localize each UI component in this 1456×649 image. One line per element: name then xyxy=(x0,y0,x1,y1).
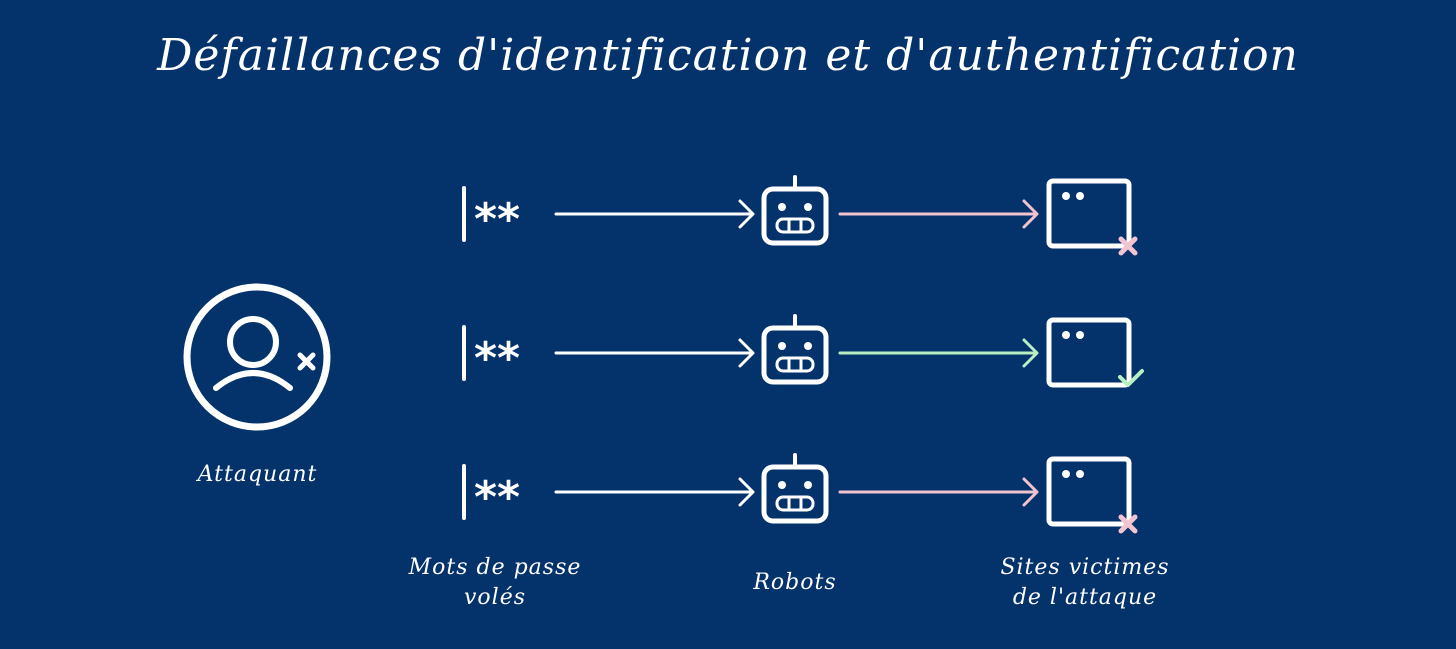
diagram-title: Défaillances d'identification et d'authe… xyxy=(157,30,1299,81)
arrow-to-site xyxy=(838,199,1039,229)
attack-row: ** xyxy=(462,314,1144,388)
arrow-to-robot xyxy=(554,477,755,507)
stolen-passwords-label: Mots de passe volés xyxy=(408,555,582,610)
attack-row: ** xyxy=(462,453,1138,534)
check-icon xyxy=(1118,369,1144,387)
robot-icon xyxy=(761,314,829,385)
attacker-icon xyxy=(183,283,331,431)
arrow-to-robot xyxy=(554,338,755,368)
password-icon: ** xyxy=(462,186,520,245)
attacker-label: Attaquant xyxy=(197,462,318,487)
password-icon: ** xyxy=(462,464,520,523)
website-window-icon xyxy=(1046,456,1132,527)
password-mask: ** xyxy=(474,472,520,523)
password-mask: ** xyxy=(474,194,520,245)
arrow-to-site xyxy=(838,338,1039,368)
website-window-icon xyxy=(1046,178,1132,249)
password-icon: ** xyxy=(462,325,520,384)
arrow-to-site xyxy=(838,477,1039,507)
victim-sites-label: Sites victimes de l'attaque xyxy=(1000,555,1170,610)
robots-label: Robots xyxy=(753,570,837,595)
cross-icon xyxy=(1118,236,1138,256)
arrow-to-robot xyxy=(554,199,755,229)
robot-icon xyxy=(761,453,829,524)
attack-rows: ** ** ** xyxy=(462,175,1144,534)
password-mask: ** xyxy=(474,333,520,384)
website-window-icon xyxy=(1046,317,1132,388)
cross-icon xyxy=(1118,514,1138,534)
attack-row: ** xyxy=(462,175,1138,256)
robot-icon xyxy=(761,175,829,246)
